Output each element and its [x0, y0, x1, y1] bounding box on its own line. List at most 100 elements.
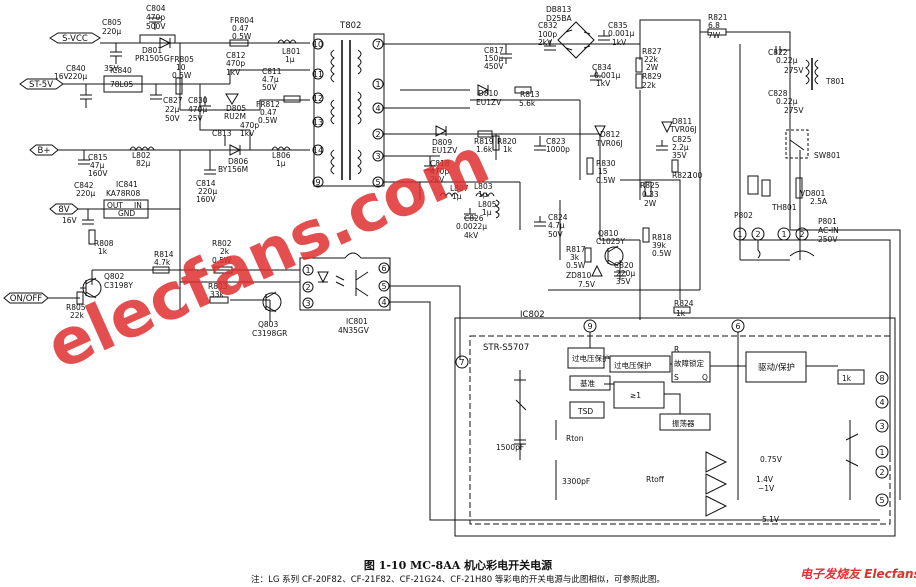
q802-name: Q802: [104, 272, 124, 281]
d812-part: TVR06J: [595, 139, 623, 148]
svg-text:5: 5: [879, 496, 884, 505]
r829-resistor: R829 22k: [635, 72, 662, 90]
l802-inductor: L802 82µ: [129, 146, 155, 168]
mid-wires: [384, 43, 660, 320]
cap-3300: 3300pF: [562, 477, 590, 486]
r814-resistor: R814 4.7k: [152, 250, 174, 274]
t802-name: T802: [339, 21, 361, 31]
c813-volt: 1kV: [240, 129, 255, 138]
c815-volt: 160V: [88, 169, 108, 178]
c813-cap: C813 470p 1kV: [212, 121, 259, 146]
r825-name: R825: [640, 181, 660, 190]
c824-cap: C824 4.7µ 50V: [534, 213, 568, 239]
ic840-name: IC840: [110, 66, 132, 75]
fr804-fuse: FR804 0.47 0.5W: [229, 16, 254, 47]
tsd-block: TSD: [577, 407, 593, 416]
l807-val: 1µ: [452, 192, 462, 201]
r814-val: 4.7k: [154, 258, 171, 267]
c817-name: C817: [484, 46, 504, 55]
l803-inductor: L803 1µ: [474, 182, 495, 199]
on-off-connector: ON/OFF: [3, 292, 49, 304]
svg-text:9: 9: [315, 178, 320, 187]
q810-part: C1025Y: [596, 237, 625, 246]
l803-val: 1µ: [478, 190, 488, 199]
c835-name: C835: [608, 21, 628, 30]
c826-cap: C826 0.0022µ 4kV: [456, 208, 487, 240]
b-plus-connector: B+: [29, 144, 59, 156]
svg-text:5: 5: [381, 282, 386, 291]
sw801-switch: SW801: [785, 129, 841, 160]
latch-s: S: [674, 373, 679, 382]
ovp-block: 过电压保护: [572, 353, 610, 363]
ic840-part: 78L05: [110, 80, 133, 89]
r808-resistor: R808 1k: [88, 229, 114, 256]
cap-1500: 1500pF: [496, 443, 524, 452]
p801-volt: 250V: [818, 235, 838, 244]
v8-connector: 8V: [49, 203, 79, 215]
t801-transformer: T801: [805, 58, 845, 90]
fr812-name: FR812: [256, 100, 280, 109]
d811-part: TVR06J: [669, 125, 697, 134]
r830-resistor: R830 15 0.5W: [586, 157, 616, 185]
r802-name: R802: [212, 239, 232, 248]
c818-val: 470p: [430, 167, 449, 176]
r825-val: 0.33: [642, 190, 659, 199]
c817-cap: C817 150µ 450V: [484, 44, 512, 71]
c814-cap: C814 220µ 160V: [196, 150, 217, 204]
ic802-blocks: 过电压保护 过电压保护 故障锁定 R S Q 驱动/保护 基准 ≥1 TSD 振…: [496, 332, 865, 524]
c827-val: 22µ: [165, 105, 180, 114]
c832-cap: C832 100p 2kV: [538, 21, 558, 51]
c830-cap: C830 470µ 25V: [188, 96, 211, 123]
c828-name: C828: [768, 89, 788, 98]
l803-name: L803: [474, 182, 493, 191]
c826-name: C826: [464, 214, 484, 223]
l801-val: 1µ: [285, 55, 295, 64]
svg-text:2: 2: [375, 130, 380, 139]
th801-name: TH801: [771, 203, 797, 212]
t801-name: T801: [825, 77, 845, 86]
c823-name: C823: [546, 137, 566, 146]
q803-transistor: Q803 C3198GR: [252, 291, 287, 338]
c827-volt: 50V: [165, 114, 181, 123]
c825-cap: C825 2.2µ 35V: [656, 135, 692, 160]
c835-volt: 1kV: [612, 38, 627, 47]
svg-text:1: 1: [375, 80, 380, 89]
r822-name: R822: [672, 171, 692, 180]
c828-val: 0.22µ: [776, 97, 798, 106]
s-vcc-connector: S-VCC: [49, 32, 101, 44]
c835-val: 0.001µ: [608, 29, 634, 38]
r824-resistor: R824 1k: [673, 299, 694, 318]
c814-val: 220µ: [198, 187, 217, 196]
d810-part: EU1ZV: [476, 98, 502, 107]
st-5v-label: ST-5V: [29, 80, 53, 90]
zd810-zener: ZD810 7.5V: [566, 264, 603, 289]
q803-part: C3198GR: [252, 329, 287, 338]
c834-cap: C834 0.001µ 1kV: [590, 63, 620, 88]
q802-transistor: Q802 C3198Y: [80, 272, 133, 299]
fr805-val: 10: [176, 63, 186, 72]
svg-text:3: 3: [375, 152, 380, 161]
svg-text:8: 8: [879, 374, 884, 383]
c804-val: 470p: [146, 13, 165, 22]
r818-w: 0.5W: [652, 249, 672, 258]
l806-val: 1µ: [276, 159, 286, 168]
l807-inductor: L807 1µ: [439, 184, 469, 201]
r820-name: R820: [497, 137, 517, 146]
svg-text:7: 7: [375, 40, 380, 49]
figure-note: 注：LG 系列 CF-20F82、CF-21F82、CF-21G24、CF-21…: [251, 575, 665, 585]
comparator-block: ≥1: [630, 391, 641, 400]
svg-text:2: 2: [755, 230, 760, 239]
svg-text:4: 4: [879, 398, 884, 407]
ic802-part: STR-S5707: [483, 343, 529, 353]
ic802-controller: IC802 STR-S5707 9 6 7 8 4 3 1 2 5 过电压保护 …: [454, 310, 896, 537]
r827-w: 2W: [646, 63, 659, 72]
d809-diode: D809 EU1ZV: [432, 125, 458, 155]
svg-text:4: 4: [381, 298, 386, 307]
l806-inductor: L806 1µ: [271, 146, 291, 168]
q810-transistor: Q810 C1025Y: [596, 229, 625, 267]
r830-name: R830: [596, 159, 616, 168]
ic841-regulator: IC841 KA78R08 OUT IN GND: [103, 180, 149, 219]
right-wires: [620, 19, 901, 500]
r824-name: R824: [674, 299, 694, 308]
c842-cap: C842 220µ 16V: [62, 181, 95, 225]
